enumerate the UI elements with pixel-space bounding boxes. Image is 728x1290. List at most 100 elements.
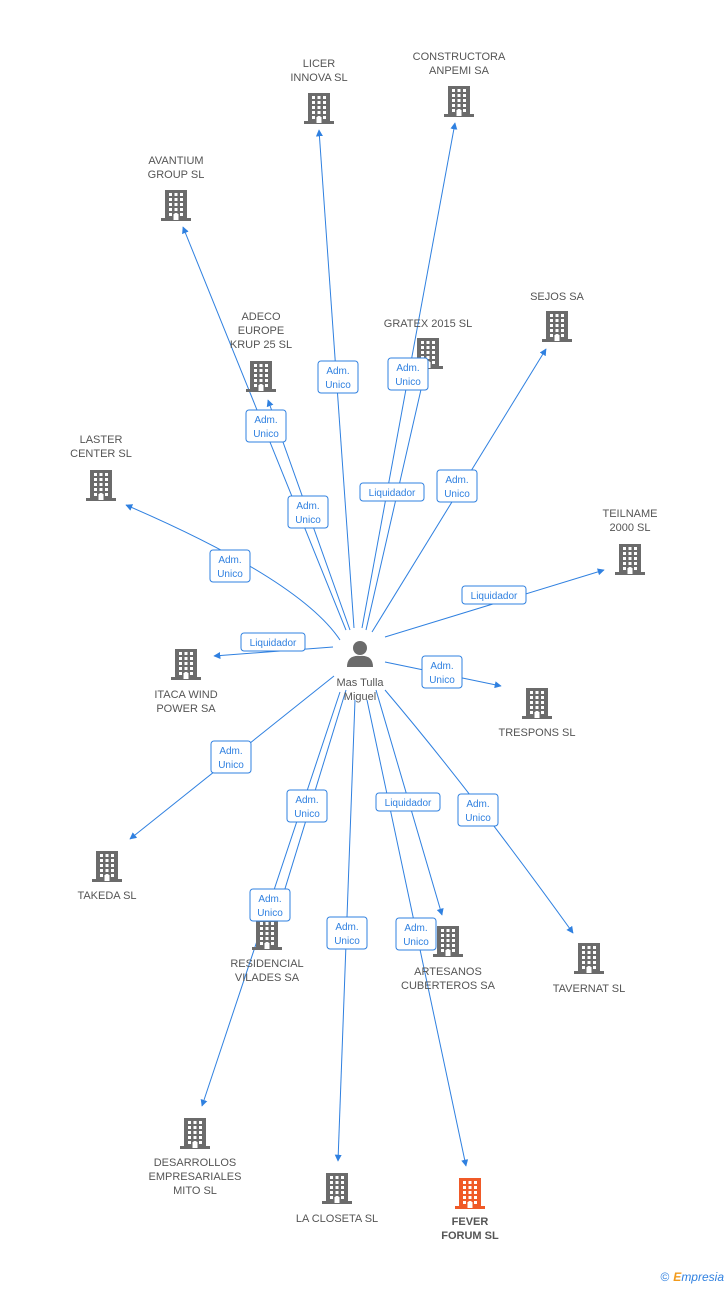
- person-label-line: Mas Tulla: [336, 677, 384, 689]
- edge-label-text: Adm.: [335, 922, 358, 933]
- brand-name: mpresia: [681, 1270, 724, 1284]
- edge-label-takeda[interactable]: Adm. Unico: [210, 740, 252, 774]
- edge-label-text: Adm.: [404, 923, 427, 934]
- edge-label-text: Unico: [295, 515, 321, 526]
- company-label-line: ANPEMI SA: [429, 65, 490, 77]
- edge-label-laster[interactable]: Adm. Unico: [209, 549, 251, 583]
- edge-label-text: Adm.: [219, 746, 242, 757]
- company-node-avantium[interactable]: AVANTIUM GROUP SL: [148, 155, 205, 221]
- edge-label-text: Unico: [429, 675, 455, 686]
- footer-brand[interactable]: ©Empresia: [660, 1270, 724, 1284]
- company-node-sejos[interactable]: SEJOS SA: [530, 291, 585, 342]
- edge-label-residencial[interactable]: Adm. Unico: [286, 789, 328, 823]
- company-node-closeta[interactable]: LA CLOSETA SL: [296, 1173, 378, 1225]
- brand-logo-letter: E: [673, 1270, 682, 1284]
- building-icon: [322, 1173, 352, 1204]
- edge-label-licer[interactable]: Adm. Unico: [317, 360, 359, 394]
- company-node-fever[interactable]: FEVER FORUM SL: [441, 1178, 499, 1242]
- company-node-laster[interactable]: LASTER CENTER SL: [70, 434, 132, 501]
- building-icon: [171, 649, 201, 680]
- building-icon: [92, 851, 122, 882]
- company-label-line: EUROPE: [238, 325, 284, 337]
- company-label-line: CENTER SL: [70, 448, 132, 460]
- building-icon: [304, 93, 334, 124]
- company-label-line: LICER: [303, 58, 335, 70]
- company-label-line: DESARROLLOS: [154, 1157, 237, 1169]
- edge-label-text: Liquidador: [385, 798, 432, 809]
- building-icon: [522, 688, 552, 719]
- building-icon: [433, 926, 463, 957]
- company-label-line: SEJOS SA: [530, 291, 584, 303]
- company-node-adeco[interactable]: ADECO EUROPE KRUP 25 SL: [230, 311, 292, 392]
- company-node-tavernat[interactable]: TAVERNAT SL: [553, 943, 626, 995]
- building-icon: [246, 361, 276, 392]
- edge-label-text: Unico: [325, 380, 351, 391]
- edge-label-trespons[interactable]: Adm. Unico: [421, 655, 463, 689]
- building-icon: [444, 86, 474, 117]
- company-label-line: KRUP 25 SL: [230, 339, 292, 351]
- edge-label-constructora[interactable]: Adm.Unico: [387, 357, 429, 391]
- building-icon: [252, 919, 282, 950]
- edge-label-text: Liquidador: [250, 638, 297, 649]
- edge-label-text: Unico: [465, 813, 491, 824]
- edge-label-gratex[interactable]: Liquidador: [359, 482, 425, 502]
- building-icon: [161, 190, 191, 221]
- company-label-line: TRESPONS SL: [498, 727, 575, 739]
- edge-label-text: Unico: [294, 809, 320, 820]
- company-label-line: POWER SA: [156, 703, 216, 715]
- edge-label-text: Adm.: [466, 799, 489, 810]
- edge-label-artesanos[interactable]: Liquidador: [375, 792, 441, 812]
- building-icon: [455, 1178, 485, 1209]
- company-node-takeda[interactable]: TAKEDA SL: [77, 851, 137, 902]
- company-label-line: EMPRESARIALES: [149, 1171, 242, 1183]
- person-label-line: Miguel: [344, 691, 376, 703]
- building-icon: [180, 1118, 210, 1149]
- company-label-line: LASTER: [80, 434, 123, 446]
- edge-laster: [125, 504, 341, 641]
- edge-label-adeco[interactable]: Adm.Unico: [287, 495, 329, 529]
- company-label-line: ADECO: [241, 311, 281, 323]
- edge-label-text: Liquidador: [471, 591, 518, 602]
- edge-label-text: Adm.: [326, 366, 349, 377]
- edge-label-text: Adm.: [430, 661, 453, 672]
- company-node-trespons[interactable]: TRESPONS SL: [498, 688, 576, 739]
- company-label-line: FORUM SL: [441, 1230, 499, 1242]
- edge-label-text: Adm.: [445, 475, 468, 486]
- company-label-line: TEILNAME: [602, 508, 657, 520]
- edge-label-closeta[interactable]: Adm.Unico: [326, 916, 368, 950]
- edge-label-text: Unico: [217, 569, 243, 580]
- edge-label-text: Unico: [403, 937, 429, 948]
- company-label-line: GROUP SL: [148, 169, 205, 181]
- edge-label-teilname[interactable]: Liquidador: [461, 585, 527, 605]
- company-label-line: AVANTIUM: [148, 155, 203, 167]
- edge-label-sejos[interactable]: Adm.Unico: [436, 469, 478, 503]
- building-icon: [615, 544, 645, 575]
- building-icon: [542, 311, 572, 342]
- edge-label-avantium[interactable]: Adm.Unico: [245, 409, 287, 443]
- company-label-line: FEVER: [452, 1216, 489, 1228]
- edge-label-fever[interactable]: Adm. Unico: [395, 917, 437, 951]
- building-icon: [86, 470, 116, 501]
- company-label-line: VILADES SA: [235, 972, 300, 984]
- company-label-line: TAVERNAT SL: [553, 983, 626, 995]
- edge-label-desarrollos[interactable]: Adm.Unico: [249, 888, 291, 922]
- copyright-symbol: ©: [660, 1270, 670, 1284]
- edge-label-text: Adm.: [295, 795, 318, 806]
- edge-label-itaca[interactable]: Liquidador: [240, 632, 306, 652]
- edge-label-text: Adm.: [218, 555, 241, 566]
- company-label-line: LA CLOSETA SL: [296, 1213, 378, 1225]
- edge-labels-layer: Adm.UnicoAdm.UnicoAdm.UnicoAdm.UnicoLiqu…: [209, 357, 527, 951]
- edge-label-text: Unico: [218, 760, 244, 771]
- building-icon: [574, 943, 604, 974]
- edge-label-tavernat[interactable]: Adm. Unico: [457, 793, 499, 827]
